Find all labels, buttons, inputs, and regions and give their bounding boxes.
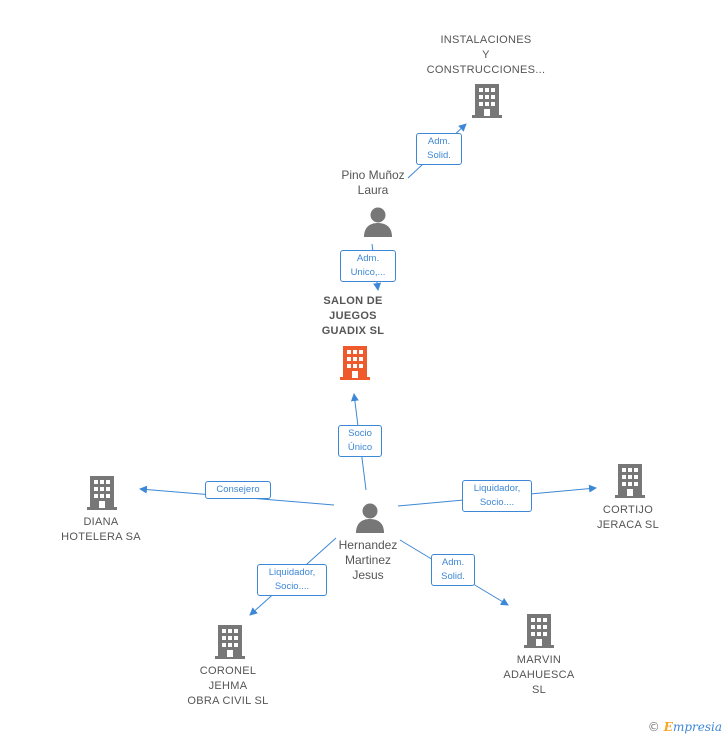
building-icon bbox=[340, 346, 370, 380]
node-instalaciones[interactable]: INSTALACIONES Y CONSTRUCCIONES... bbox=[414, 33, 558, 78]
node-hernandez-label: Hernandez Martinez Jesus bbox=[338, 538, 398, 582]
node-instalaciones-label: INSTALACIONES Y CONSTRUCCIONES... bbox=[426, 34, 546, 76]
node-coronel-jehma[interactable]: CORONEL JEHMA OBRA CIVIL SL bbox=[168, 664, 288, 709]
node-hernandez-martinez[interactable]: Hernandez Martinez Jesus bbox=[316, 538, 420, 583]
brand-name: mpresia bbox=[672, 720, 722, 734]
node-diana-label: DIANA HOTELERA SA bbox=[61, 516, 141, 543]
brand-initial: E bbox=[663, 720, 673, 734]
node-cortijo-label: CORTIJO JERACA SL bbox=[596, 504, 659, 531]
copyright-symbol: © bbox=[647, 720, 660, 734]
node-marvin-label: MARVIN ADAHUESCA SL bbox=[503, 654, 575, 696]
edge-label-hernandez-coronel[interactable]: Liquidador, Socio.... bbox=[257, 564, 327, 596]
edge-label-pino-instalaciones[interactable]: Adm. Solid. bbox=[416, 133, 462, 165]
building-icon bbox=[472, 84, 502, 118]
node-salon-label: SALON DE JUEGOS GUADIX SL bbox=[321, 295, 385, 337]
building-icon bbox=[87, 476, 117, 510]
edge-label-hernandez-diana[interactable]: Consejero bbox=[205, 481, 271, 499]
edge-label-hernandez-marvin[interactable]: Adm. Solid. bbox=[431, 554, 475, 586]
building-icon bbox=[524, 614, 554, 648]
edge-label-pino-salon[interactable]: Adm. Unico,... bbox=[340, 250, 396, 282]
node-diana-hotelera[interactable]: DIANA HOTELERA SA bbox=[46, 515, 156, 545]
building-icon bbox=[215, 625, 245, 659]
person-icon bbox=[364, 207, 392, 237]
person-icon bbox=[356, 503, 384, 533]
node-pino-label: Pino Muñoz Laura bbox=[341, 168, 405, 197]
node-pino-munoz[interactable]: Pino Muñoz Laura bbox=[318, 168, 428, 198]
edge-label-hernandez-salon[interactable]: Socio Único bbox=[338, 425, 382, 457]
building-icon bbox=[615, 464, 645, 498]
empresia-logo[interactable]: ©Empresia bbox=[648, 720, 722, 734]
edge-label-hernandez-cortijo[interactable]: Liquidador, Socio.... bbox=[462, 480, 532, 512]
node-salon-de-juegos[interactable]: SALON DE JUEGOS GUADIX SL bbox=[298, 294, 408, 339]
node-marvin-adahuesca[interactable]: MARVIN ADAHUESCA SL bbox=[489, 653, 589, 698]
node-cortijo-jeraca[interactable]: CORTIJO JERACA SL bbox=[578, 503, 678, 533]
node-coronel-label: CORONEL JEHMA OBRA CIVIL SL bbox=[187, 665, 269, 707]
